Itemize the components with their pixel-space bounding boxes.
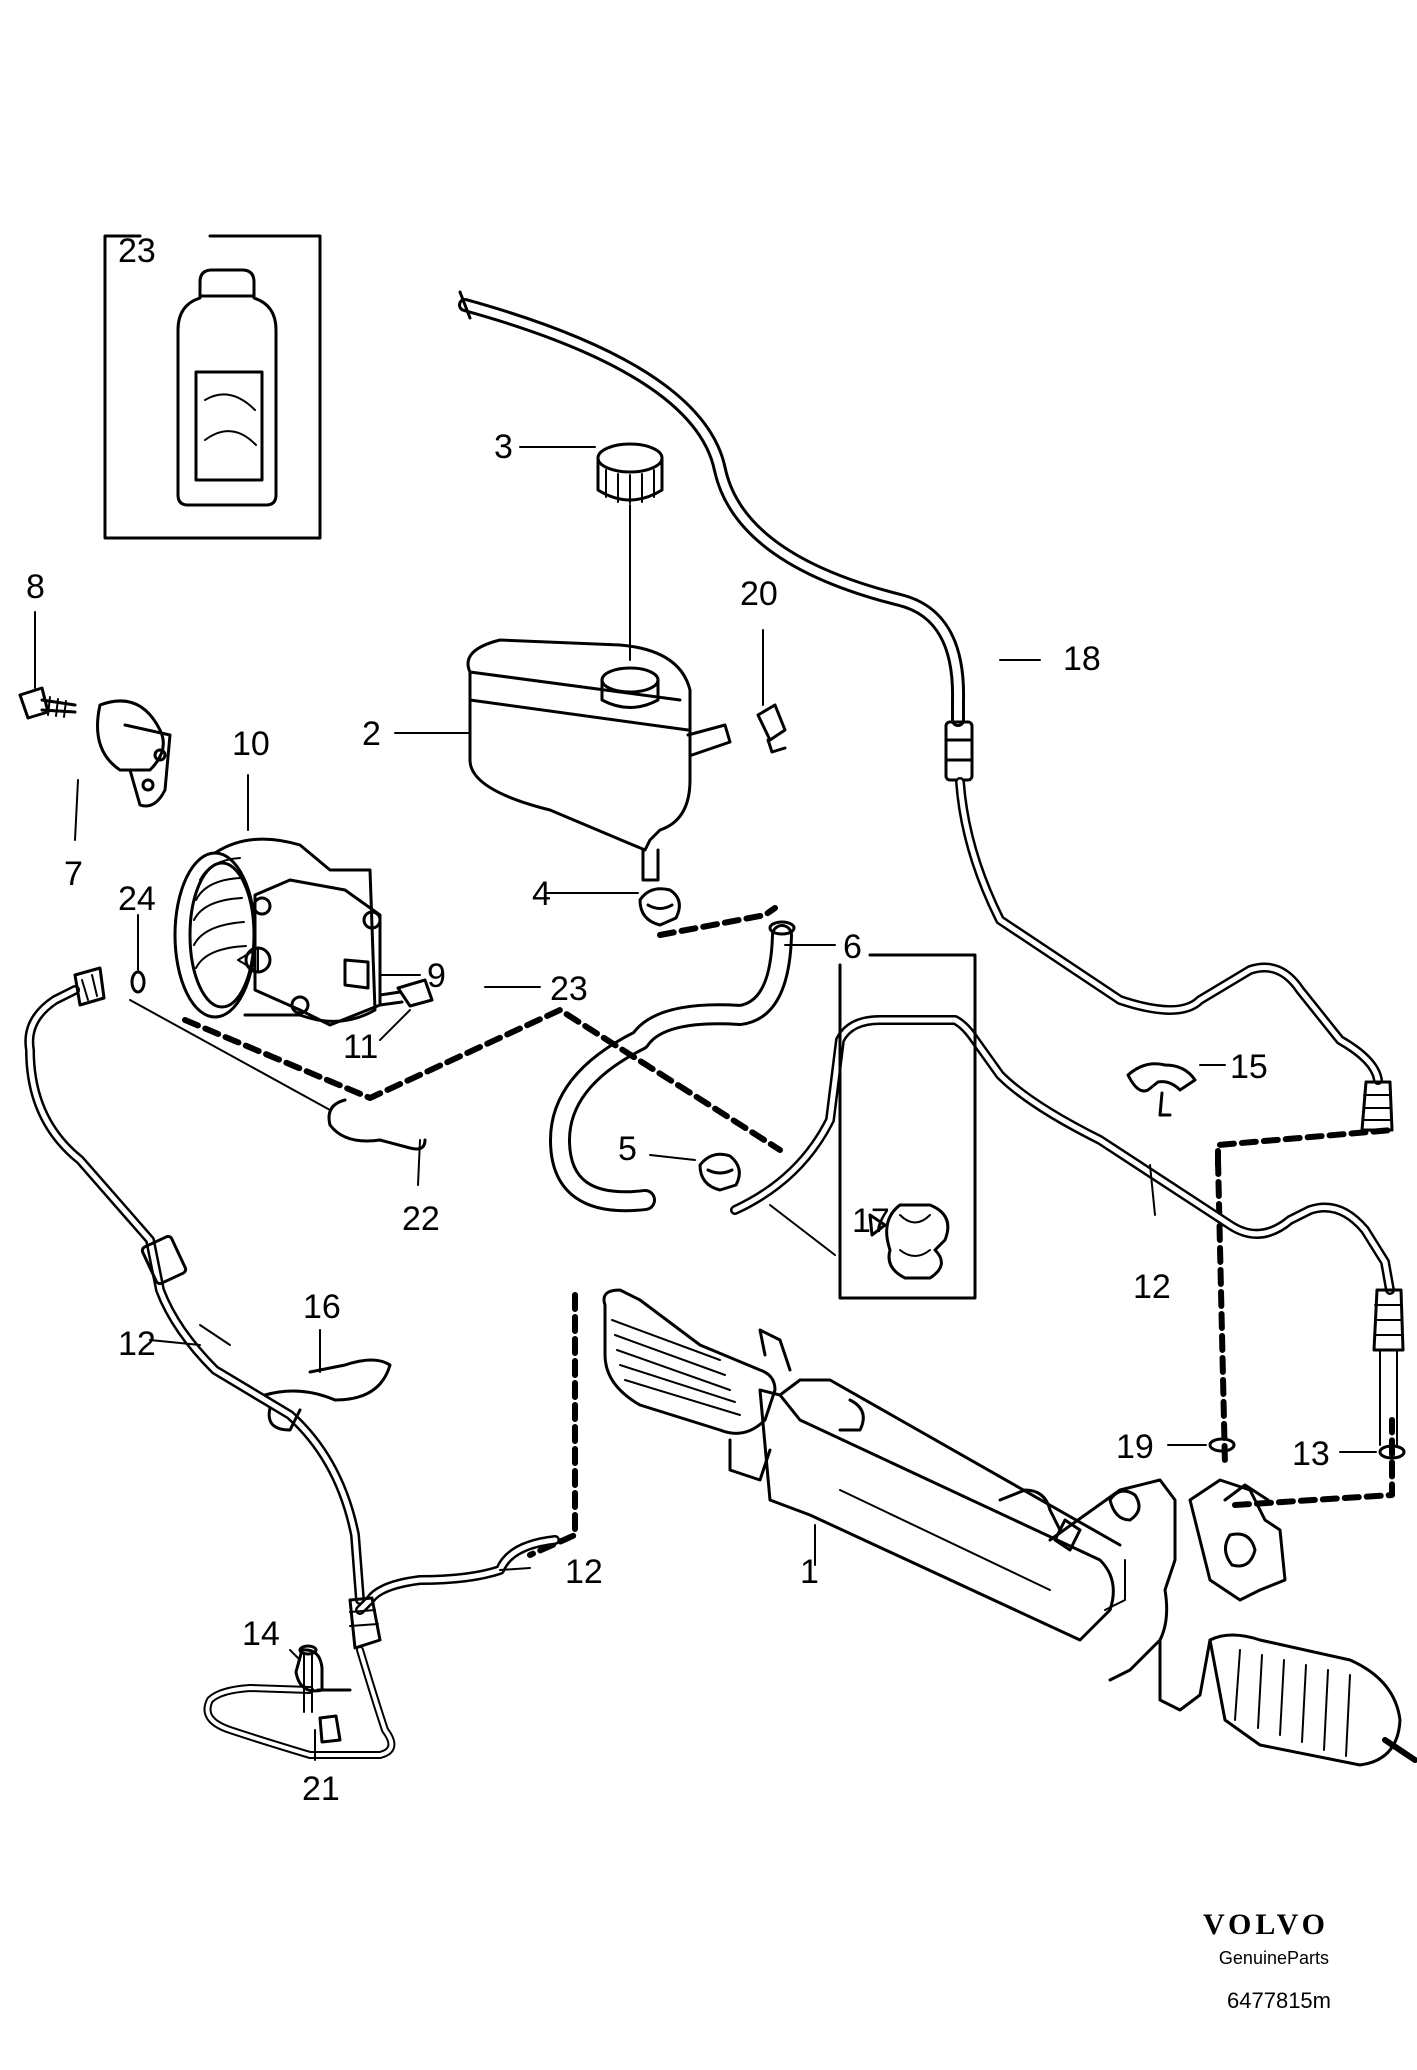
o-ring-24 — [130, 914, 146, 994]
bolt-11 — [378, 978, 434, 1041]
routing-dashes — [182, 905, 1395, 1558]
leader-lines — [149, 446, 1156, 1346]
bracket — [74, 699, 172, 841]
pressure-line — [730, 1015, 1405, 1446]
callout-22: 22 — [402, 1200, 440, 1238]
clip-inset-17 — [769, 953, 977, 1300]
diagram-code: 6477815m — [1227, 1988, 1331, 2013]
callout-1: 1 — [800, 1553, 819, 1591]
brand-subtitle: GenuineParts — [1218, 1948, 1329, 1968]
callout-6: 6 — [843, 928, 862, 966]
grommet-16 — [263, 1329, 392, 1432]
callout-24: 24 — [118, 880, 156, 918]
reservoir — [466, 638, 732, 882]
callout-19: 19 — [1116, 1428, 1154, 1466]
callout-5: 5 — [618, 1130, 637, 1168]
clip-20 — [756, 629, 787, 754]
callout-20: 20 — [740, 575, 778, 613]
steering-rack — [602, 1288, 1417, 1767]
callout-13: 13 — [1292, 1435, 1330, 1473]
callout-labels: 23 3 20 18 8 2 10 7 24 4 6 9 23 11 15 5 … — [26, 232, 1330, 1808]
snap-ring-22 — [129, 999, 427, 1186]
callout-10: 10 — [232, 725, 270, 763]
callout-14: 14 — [242, 1615, 280, 1653]
reservoir-cap — [596, 442, 664, 661]
callout-18: 18 — [1063, 640, 1101, 678]
callout-3: 3 — [494, 428, 513, 466]
callout-21: 21 — [302, 1770, 340, 1808]
clip-15 — [1126, 1062, 1226, 1117]
o-ring-19 — [1167, 1437, 1236, 1453]
pressure-line-left — [24, 966, 365, 1605]
callout-12-right: 12 — [1133, 1268, 1171, 1306]
fluid-bottle-inset — [103, 234, 322, 540]
callout-4: 4 — [532, 875, 551, 913]
callout-16: 16 — [303, 1288, 341, 1326]
callout-23: 23 — [550, 970, 588, 1008]
o-ring-13 — [1339, 1444, 1406, 1460]
brand-logo: VOLVO — [1202, 1908, 1329, 1941]
callout-23-inset: 23 — [118, 232, 156, 270]
callout-8: 8 — [26, 568, 45, 606]
callout-17: 17 — [852, 1202, 890, 1240]
callout-7: 7 — [64, 855, 83, 893]
callout-2: 2 — [362, 715, 381, 753]
hose-clamp-5 — [649, 1152, 741, 1192]
callout-12-left: 12 — [118, 1325, 156, 1363]
hose-clamp-4 — [544, 887, 681, 927]
fluid-bottle — [176, 268, 278, 507]
callout-9: 9 — [427, 957, 446, 995]
callout-11: 11 — [343, 1028, 378, 1066]
bolt-8 — [18, 611, 77, 720]
callout-12-lower: 12 — [565, 1553, 603, 1591]
power-steering-pump — [173, 837, 421, 1027]
callout-15: 15 — [1230, 1048, 1268, 1086]
return-hose — [458, 290, 1394, 1132]
suction-hose — [549, 920, 836, 1213]
lower-line-assembly — [203, 1535, 560, 1761]
